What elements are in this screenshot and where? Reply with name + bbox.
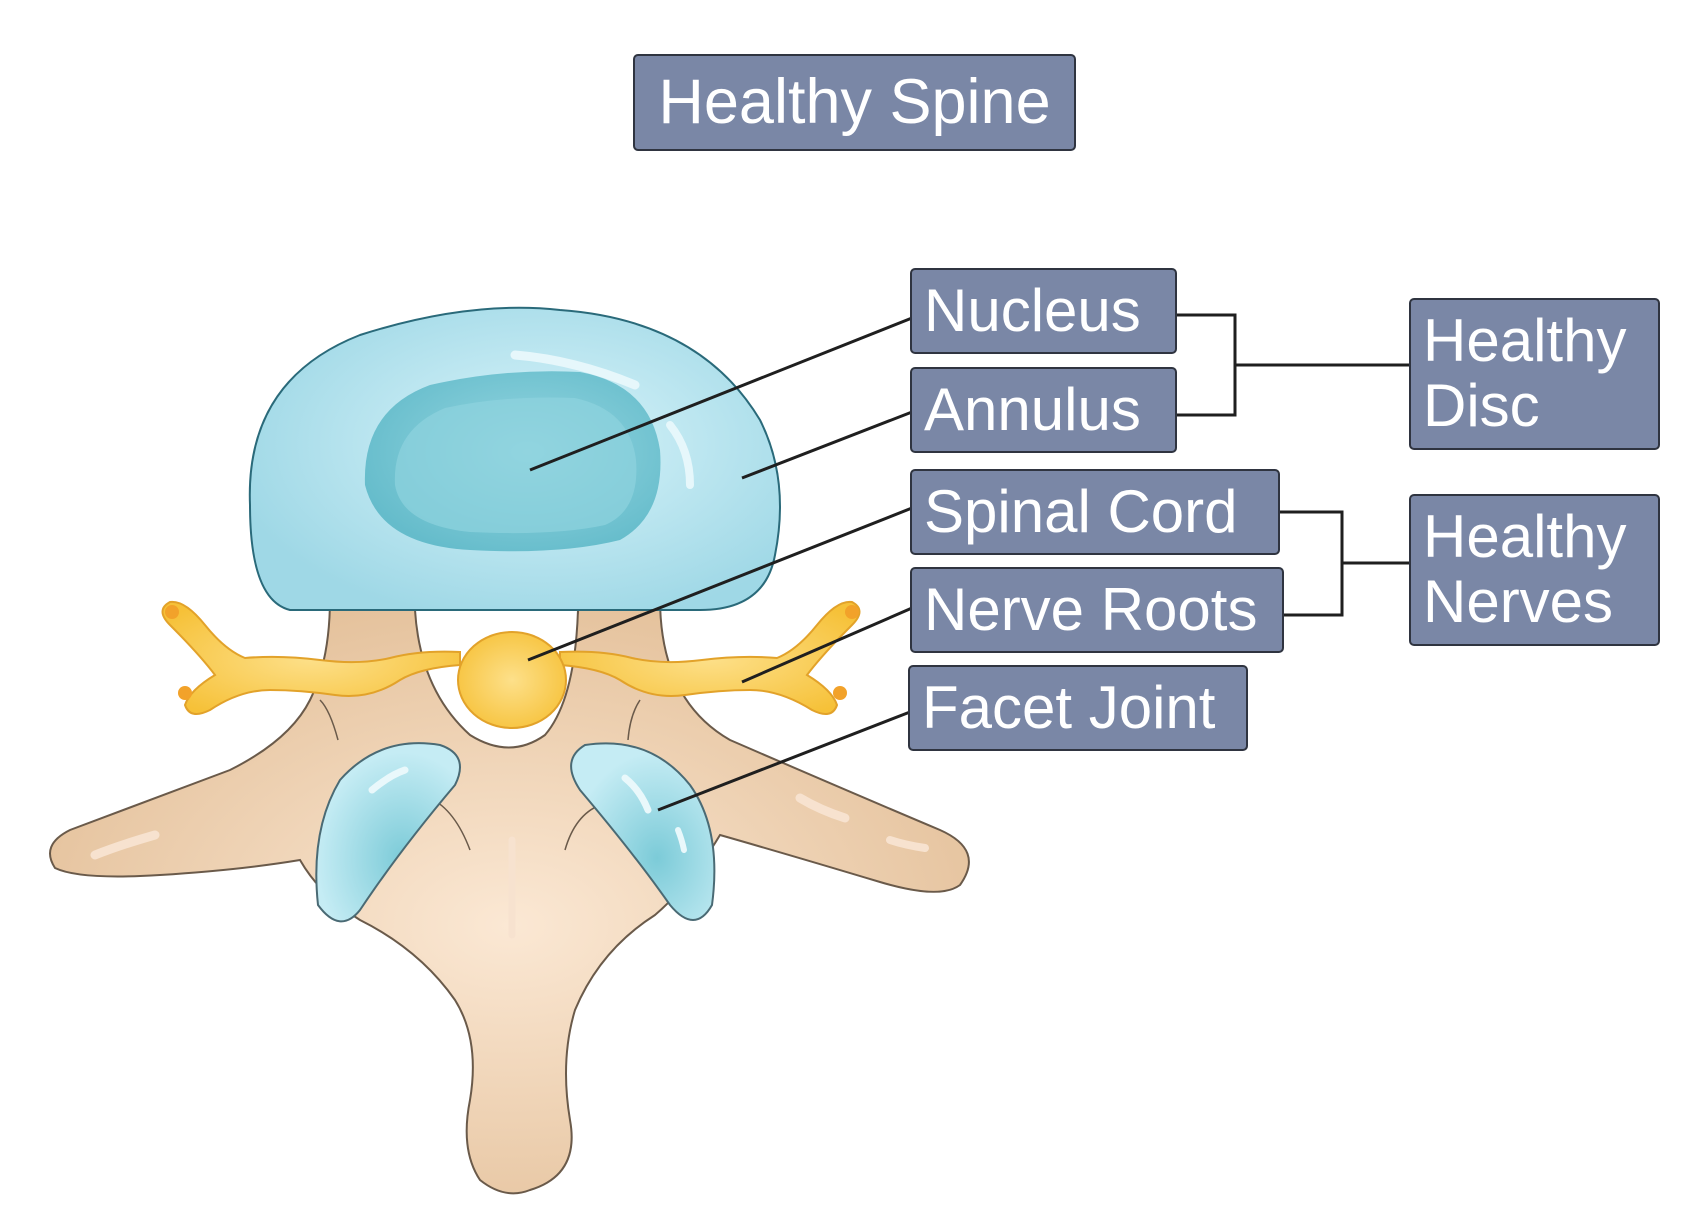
spinal-cord-leader-line [527, 506, 913, 662]
healthy-disc-label: Healthy Disc [1409, 298, 1660, 450]
nucleus-leader-line [529, 316, 913, 472]
nerve-roots-label: Nerve Roots [910, 567, 1284, 653]
leader-lines [527, 313, 1410, 812]
healthy-disc-bracket [1177, 313, 1237, 417]
facet-joint-left [315, 742, 461, 923]
annulus-leader-line [741, 410, 913, 480]
facet-joint-leader-line [657, 710, 911, 812]
healthy-nerves-bracket [1280, 510, 1344, 617]
facet-joint-right [570, 742, 716, 921]
facet-joint-label: Facet Joint [908, 665, 1248, 751]
annulus-label: Annulus [910, 367, 1177, 453]
nucleus-label: Nucleus [910, 268, 1177, 354]
nerve-roots-leader-line [741, 606, 913, 684]
healthy-nerves-label: Healthy Nerves [1409, 494, 1660, 646]
spinal-cord-label: Spinal Cord [910, 469, 1280, 555]
nerve-roots [161, 600, 861, 715]
page-title: Healthy Spine [633, 54, 1076, 151]
spinal-cord [457, 631, 567, 729]
